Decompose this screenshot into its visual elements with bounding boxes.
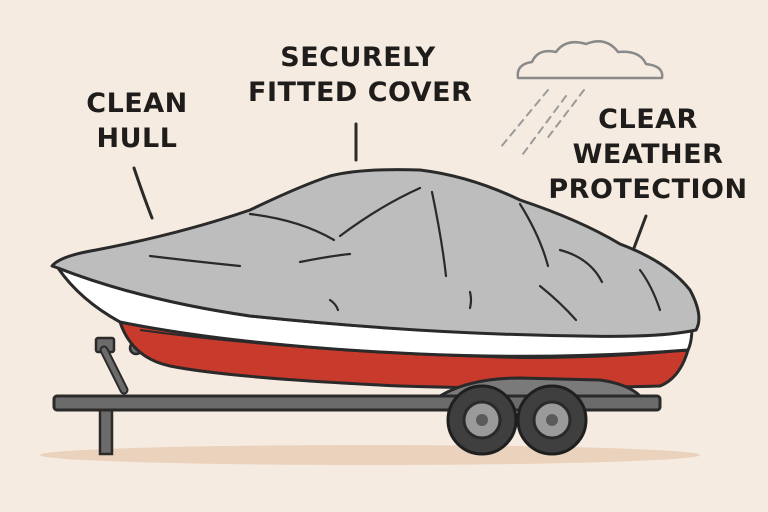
leader-line-weather — [632, 214, 648, 250]
callout-weather-line-3: PROTECTION — [548, 174, 748, 205]
callout-fitted-cover-line-1: SECURELY — [280, 42, 436, 73]
trailer-wheel-rear — [516, 384, 588, 456]
callout-clean-hull-line-2: HULL — [96, 123, 178, 154]
callout-weather-line-2: WEATHER — [572, 139, 724, 170]
callout-weather-line-1: CLEAR — [598, 104, 698, 135]
boat-cover — [50, 168, 701, 338]
callout-clean-hull-line-1: CLEAN — [86, 88, 188, 119]
rain-icon — [499, 89, 585, 159]
hull-waterline — [139, 329, 687, 360]
callout-weather-protection: CLEAR WEATHER PROTECTION — [548, 102, 748, 207]
callout-clean-hull: CLEAN HULL — [82, 86, 192, 156]
cloud-icon — [516, 40, 664, 80]
leader-line-clean-hull — [132, 166, 154, 220]
callout-fitted-cover-line-2: FITTED COVER — [248, 77, 473, 108]
ground-shadow — [40, 445, 700, 465]
trailer-wheel-front — [446, 384, 518, 456]
cover-seams — [148, 186, 662, 322]
callout-fitted-cover: SECURELY FITTED COVER — [248, 40, 473, 110]
